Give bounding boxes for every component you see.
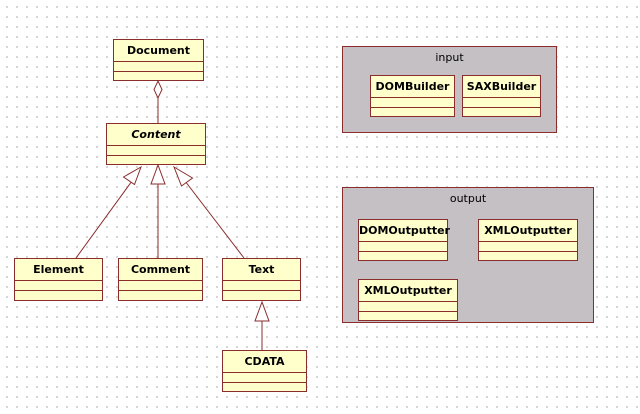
- class-element[interactable]: Element: [14, 258, 103, 301]
- class-element-operations: [15, 291, 102, 300]
- class-comment-operations: [119, 291, 202, 300]
- package-input-label: input: [435, 51, 464, 64]
- generalization-text-content: [172, 165, 245, 259]
- class-dombuilder-name: DOMBuilder: [371, 76, 454, 98]
- class-comment[interactable]: Comment: [118, 258, 203, 301]
- generalization-cdata-text: [254, 300, 270, 350]
- class-text[interactable]: Text: [222, 258, 301, 301]
- generalization-comment-content: [150, 163, 166, 258]
- class-dombuilder[interactable]: DOMBuilder: [370, 75, 455, 117]
- class-xmloutputter-a-name: XMLOutputter: [479, 220, 577, 242]
- class-content-operations: [107, 156, 205, 164]
- class-cdata-name: CDATA: [223, 351, 306, 373]
- class-cdata[interactable]: CDATA: [222, 350, 307, 392]
- class-document-operations: [114, 72, 203, 80]
- class-saxbuilder[interactable]: SAXBuilder: [462, 75, 541, 117]
- class-xmloutputter-b-operations: [359, 312, 457, 320]
- class-cdata-attributes: [223, 373, 306, 383]
- class-xmloutputter-b-name: XMLOutputter: [359, 280, 457, 302]
- class-element-attributes: [15, 281, 102, 291]
- class-xmloutputter-a-attributes: [479, 242, 577, 252]
- class-document[interactable]: Document: [113, 39, 204, 81]
- class-domoutputter-name: DOMOutputter: [359, 220, 450, 242]
- class-domoutputter[interactable]: DOMOutputter: [358, 219, 450, 261]
- class-text-attributes: [223, 281, 300, 291]
- class-dombuilder-attributes: [371, 98, 454, 108]
- class-domoutputter-operations: [359, 252, 447, 260]
- class-xmloutputter-b-attributes: [359, 302, 457, 312]
- class-saxbuilder-operations: [463, 108, 540, 116]
- class-content[interactable]: Content: [106, 123, 206, 165]
- class-text-name: Text: [223, 259, 300, 281]
- class-text-operations: [223, 291, 300, 300]
- class-content-name: Content: [107, 124, 205, 146]
- generalization-element-content: [75, 165, 142, 259]
- class-comment-name: Comment: [119, 259, 202, 281]
- class-domoutputter-attributes: [359, 242, 447, 252]
- class-comment-attributes: [119, 281, 202, 291]
- class-xmloutputter-b[interactable]: XMLOutputter: [358, 279, 458, 321]
- class-saxbuilder-attributes: [463, 98, 540, 108]
- class-document-attributes: [114, 62, 203, 72]
- package-output-label: output: [449, 192, 487, 205]
- class-content-attributes: [107, 146, 205, 156]
- class-xmloutputter-a-operations: [479, 252, 577, 260]
- class-cdata-operations: [223, 383, 306, 391]
- class-element-name: Element: [15, 259, 102, 281]
- class-document-name: Document: [114, 40, 203, 62]
- class-xmloutputter-a[interactable]: XMLOutputter: [478, 219, 578, 261]
- class-saxbuilder-name: SAXBuilder: [463, 76, 540, 98]
- aggregation-document-content: [153, 79, 163, 124]
- class-dombuilder-operations: [371, 108, 454, 116]
